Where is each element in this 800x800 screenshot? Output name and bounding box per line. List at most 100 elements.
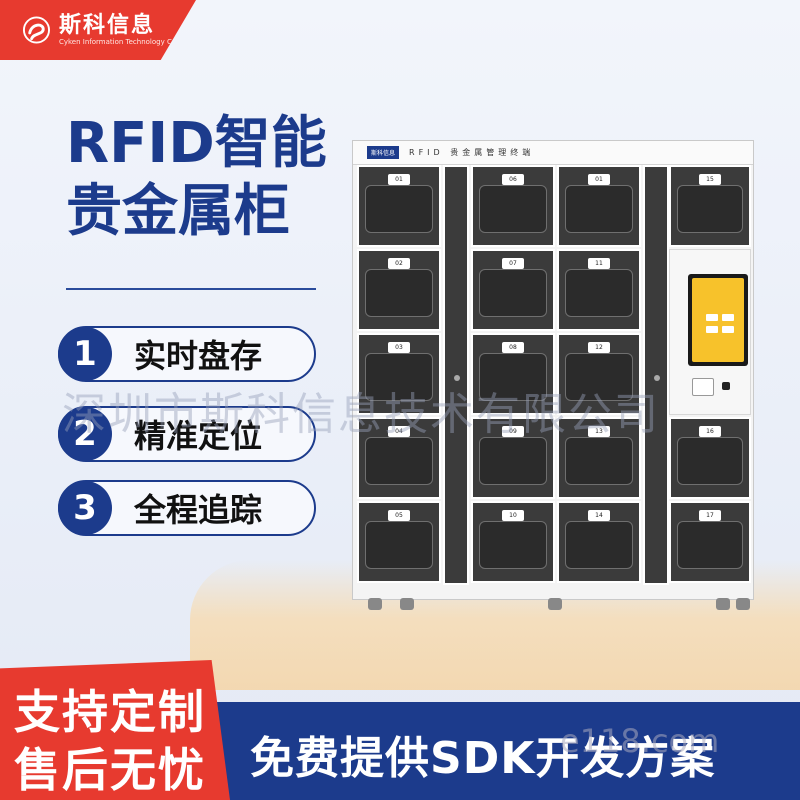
cabinet-body: 01 02 03 04 05 06 07 08 09 10 01 11 12 1… xyxy=(357,165,751,595)
locker-number: 09 xyxy=(502,426,524,437)
locker-column-4: 15 16 17 xyxy=(669,165,751,585)
feature-label-2: 精准定位 xyxy=(134,417,263,455)
locker-window xyxy=(479,353,547,401)
brand-swirl-icon xyxy=(22,16,51,44)
locker-number: 07 xyxy=(502,258,524,269)
cabinet-foot xyxy=(548,598,562,610)
headline-divider xyxy=(66,288,316,290)
feature-pill-3: 3 全程追踪 xyxy=(58,480,316,536)
feature-label-3: 全程追踪 xyxy=(134,491,263,529)
headline-line-2: 贵金属柜 xyxy=(66,179,290,244)
locker-compartment: 10 xyxy=(471,501,555,583)
cabinet-foot xyxy=(368,598,382,610)
locker-window xyxy=(565,521,633,569)
locker-number: 06 xyxy=(502,174,524,185)
locker-compartment: 05 xyxy=(357,501,441,583)
cabinet-foot xyxy=(400,598,414,610)
locker-compartment: 01 xyxy=(557,165,641,247)
rfid-cabinet: 斯科信息 RFID 贵金属管理终端 01 02 03 04 05 06 07 0… xyxy=(352,140,754,600)
cabinet-header: 斯科信息 RFID 贵金属管理终端 xyxy=(353,141,753,165)
locker-compartment: 15 xyxy=(669,165,751,247)
locker-column-2: 06 07 08 09 10 xyxy=(471,165,555,585)
feature-number-1: 1 xyxy=(58,327,112,381)
locker-number: 11 xyxy=(588,258,610,269)
feature-pill-1: 1 实时盘存 xyxy=(58,326,316,382)
locker-number: 03 xyxy=(388,342,410,353)
locker-window xyxy=(365,353,433,401)
locker-number: 13 xyxy=(588,426,610,437)
locker-number: 05 xyxy=(388,510,410,521)
locker-compartment: 14 xyxy=(557,501,641,583)
locker-number: 14 xyxy=(588,510,610,521)
sdk-promo-text: 免费提供SDK开发方案 xyxy=(250,733,716,784)
locker-number: 01 xyxy=(588,174,610,185)
cabinet-foot xyxy=(736,598,750,610)
red-badge-line-1: 支持定制 xyxy=(14,685,206,739)
locker-number: 12 xyxy=(588,342,610,353)
locker-number: 04 xyxy=(388,426,410,437)
locker-number: 10 xyxy=(502,510,524,521)
red-badge-line-2: 售后无忧 xyxy=(14,743,206,797)
feature-pill-2: 2 精准定位 xyxy=(58,406,316,462)
locker-window xyxy=(677,521,743,569)
screen-button xyxy=(722,314,734,321)
screen-button xyxy=(706,314,718,321)
locker-compartment: 03 xyxy=(357,333,441,415)
locker-number: 15 xyxy=(699,174,721,185)
locker-window xyxy=(565,269,633,317)
locker-window xyxy=(565,185,633,233)
feature-number-2: 2 xyxy=(58,407,112,461)
locker-window xyxy=(365,269,433,317)
locker-window xyxy=(565,437,633,485)
locker-window xyxy=(677,185,743,233)
brand-logo-badge: 斯科信息 Cyken Information Technology Co., L… xyxy=(0,0,196,60)
locker-number: 02 xyxy=(388,258,410,269)
screen-button xyxy=(722,326,734,333)
locker-compartment: 04 xyxy=(357,417,441,499)
cabinet-pillar xyxy=(443,165,469,585)
bottom-watermark: e118.com xyxy=(560,722,720,760)
cabinet-foot xyxy=(716,598,730,610)
feature-label-1: 实时盘存 xyxy=(134,337,263,375)
locker-compartment: 13 xyxy=(557,417,641,499)
headline-line-1: RFID智能 xyxy=(66,111,327,176)
screen-button xyxy=(706,326,718,333)
locker-compartment: 06 xyxy=(471,165,555,247)
brand-tagline: Cyken Information Technology Co., Ltd. xyxy=(58,37,196,46)
product-headline: RFID智能 贵金属柜 xyxy=(66,110,356,246)
cabinet-title: RFID 贵金属管理终端 xyxy=(409,148,535,157)
locker-window xyxy=(479,269,547,317)
locker-column-3: 01 11 12 13 14 xyxy=(557,165,641,585)
locker-number: 17 xyxy=(699,510,721,521)
locker-number: 08 xyxy=(502,342,524,353)
cabinet-logo: 斯科信息 xyxy=(367,146,400,159)
brand-text: 斯科信息 Cyken Information Technology Co., L… xyxy=(58,12,196,47)
door-handle-icon xyxy=(654,375,660,381)
brand-name: 斯科信息 xyxy=(58,12,155,38)
locker-compartment: 01 xyxy=(357,165,441,247)
cabinet-pillar xyxy=(643,165,669,585)
locker-compartment: 17 xyxy=(669,501,751,583)
locker-compartment: 02 xyxy=(357,249,441,331)
locker-window xyxy=(365,521,433,569)
feature-number-3: 3 xyxy=(58,481,112,535)
locker-window xyxy=(479,185,547,233)
locker-number: 01 xyxy=(388,174,410,185)
locker-compartment: 09 xyxy=(471,417,555,499)
locker-compartment: 11 xyxy=(557,249,641,331)
locker-number: 16 xyxy=(699,426,721,437)
locker-column-1: 01 02 03 04 05 xyxy=(357,165,441,585)
card-reader-icon xyxy=(692,378,714,396)
locker-window xyxy=(365,185,433,233)
door-handle-icon xyxy=(454,375,460,381)
custom-service-badge xyxy=(0,660,230,800)
touchscreen-icon xyxy=(688,274,748,366)
touchscreen-display xyxy=(692,278,744,362)
locker-window xyxy=(565,353,633,401)
locker-window xyxy=(677,437,743,485)
control-terminal xyxy=(669,249,751,415)
locker-compartment: 07 xyxy=(471,249,555,331)
locker-compartment: 16 xyxy=(669,417,751,499)
locker-compartment: 08 xyxy=(471,333,555,415)
locker-compartment: 12 xyxy=(557,333,641,415)
